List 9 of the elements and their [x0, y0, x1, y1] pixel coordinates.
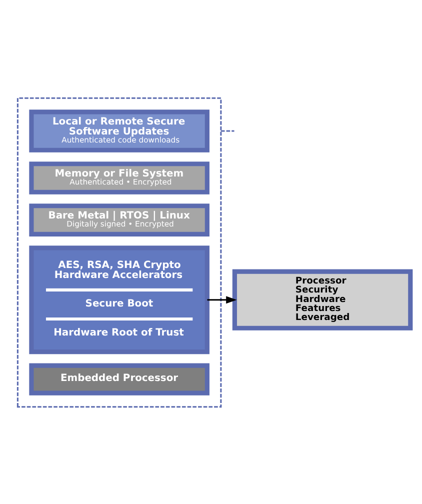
node-box: Bare Metal | RTOS | Linux Digitally signed • Encrypted — [29, 203, 210, 236]
node-box: AES, RSA, SHA Crypto Hardware Accelerators Secure Boot Hardware Root of Trust — [29, 245, 210, 354]
cluster — [16, 96, 222, 408]
node-box: Embedded Processor — [29, 362, 210, 395]
node-box: Processor Security Hardware Features Leveraged — [232, 268, 413, 330]
node-box: Memory or File System Authenticated • Encrypted — [29, 161, 210, 194]
connector — [220, 130, 234, 132]
arrow — [207, 296, 237, 304]
node-box: Local or Remote Secure Software Updates Authenticated code downloads — [29, 109, 210, 152]
